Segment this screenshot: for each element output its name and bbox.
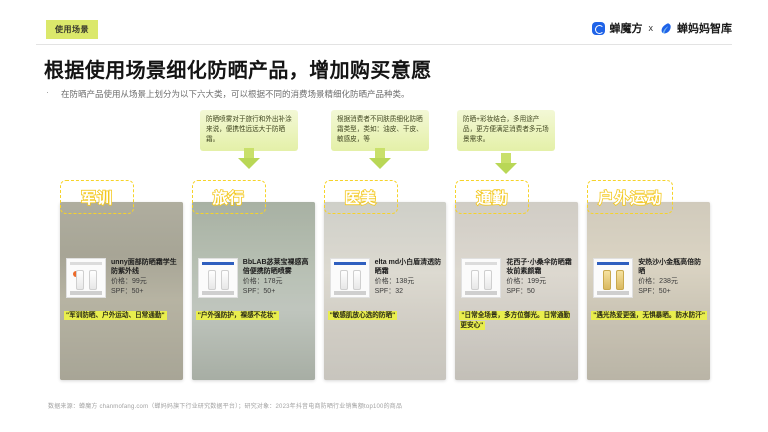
product-thumbnail-icon [197,258,238,298]
product-block: elta md小白盾清透防晒霜 价格：138元 SPF：32 [329,258,443,298]
card-caption: "日常全场景，多方位御光。日常通勤更安心" [460,311,575,330]
callout-arrow-1-icon [238,148,260,170]
card-title-box: 户外运动 [587,180,674,214]
page-title: 根据使用场景细化防晒产品，增加购买意愿 [44,60,432,82]
product-spf: SPF：50+ [111,288,144,296]
card-caption-text: "敏感肌放心选的防晒" [328,312,397,319]
card-title-box: 旅行 [191,180,266,214]
product-block: BbLAB苾莱宝裸感高倍便携防晒喷雾 价格：178元 SPF：50+ [197,258,311,298]
chanmofang-logo-icon [591,21,605,35]
product-block: 花西子·小桑伞防晒霜妆前素颜霜 价格：199元 SPF：50 [461,258,574,298]
product-thumbnail-icon [329,258,370,298]
scenario-card-list: 军训 unny面部防晒霜学生防紫外线 价格：99元 SPF：50+ "军训防晒、… [60,180,710,380]
product-block: 安热沙小金瓶高倍防晒 价格：238元 SPF：50+ [593,258,706,298]
card-caption: "军训防晒、户外运动、日常通勤" [65,311,180,321]
callout-makeup-combo: 防晒+彩妆结合，多用途产品，更方便满足消费者多元场景需求。 [457,110,555,151]
product-price: 价格：199元 [506,278,547,286]
product-thumbnail-icon [461,258,502,298]
product-price: 价格：238元 [638,278,678,286]
subtitle-text: 在防晒产品使用从场景上划分为以下六大类，可以根据不同的消费场景精细化防晒产品种类… [61,89,410,99]
callout-arrow-3-icon [495,153,517,175]
card-caption-text: "户外强防护，裸感不花妆" [196,312,278,319]
card-caption: "遇光热爱更强，无惧暴晒。防水防汗" [592,311,707,321]
card-title: 医美 [344,189,377,208]
data-source-footer: 数据来源：蝉魔方 chanmofang.com（蝉妈妈旗下行业研究数据平台）；研… [48,404,403,410]
brand-bar: 蝉魔方 x 蝉妈妈智库 [591,20,732,36]
callout-arrow-2-icon [369,148,391,170]
product-name: elta md小白盾清透防晒霜 [374,259,442,276]
card-caption-text: "日常全场景，多方位御光。日常通勤更安心" [460,312,571,329]
brand-primary-label: 蝉魔方 [609,23,643,35]
card-title: 军训 [80,189,113,208]
card-title: 通勤 [476,189,509,208]
card-title: 户外运动 [597,189,663,208]
section-tag: 使用场景 [46,20,98,39]
scenario-card-travel[interactable]: 旅行 BbLAB苾莱宝裸感高倍便携防晒喷雾 价格：178元 SPF：50+ "户… [191,180,315,380]
product-spf: SPF：32 [374,288,403,296]
card-photo [60,202,183,380]
product-spf: SPF：50+ [242,288,276,296]
brand-separator: x [648,23,654,33]
product-thumbnail-icon [593,258,634,298]
card-caption: "户外强防护，裸感不花妆" [196,311,312,321]
scenario-card-military-training[interactable]: 军训 unny面部防晒霜学生防紫外线 价格：99元 SPF：50+ "军训防晒、… [60,180,183,380]
product-price: 价格：99元 [111,278,147,286]
product-name: unny面部防晒霜学生防紫外线 [111,259,177,276]
header-divider [36,44,732,45]
page-subtitle: · 在防晒产品使用从场景上划分为以下六大类，可以根据不同的消费场景精细化防晒产品… [46,88,410,100]
brand-secondary-label: 蝉妈妈智库 [677,23,732,35]
card-caption-text: "军训防晒、户外运动、日常通勤" [65,312,166,319]
product-name: BbLAB苾莱宝裸感高倍便携防晒喷雾 [242,259,309,276]
card-caption-text: "遇光热爱更强，无惧暴晒。防水防汗" [592,312,706,319]
product-price: 价格：178元 [242,278,283,286]
product-name: 花西子·小桑伞防晒霜妆前素颜霜 [506,259,572,276]
card-title-box: 通勤 [455,180,530,214]
callout-travel-spray: 防晒喷雾对于旅行和外出补涂来说，便携性远远大于防晒霜。 [200,110,298,151]
product-thumbnail-icon [66,258,106,298]
card-title: 旅行 [212,189,245,208]
scenario-card-outdoor-sports[interactable]: 户外运动 安热沙小金瓶高倍防晒 价格：238元 SPF：50+ "遇光热爱更强，… [587,180,710,380]
product-price: 价格：138元 [374,278,415,286]
callout-skin-type: 根据消费者不同肤质细化防晒霜类型，类如：油皮、干皮、敏感皮，等 [331,110,429,151]
scenario-card-commute[interactable]: 通勤 花西子·小桑伞防晒霜妆前素颜霜 价格：199元 SPF：50 "日常全场景… [455,180,579,380]
scenario-card-medical-aesthetics[interactable]: 医美 elta md小白盾清透防晒霜 价格：138元 SPF：32 "敏感肌放心… [323,180,447,380]
product-spf: SPF：50 [506,288,535,296]
chanmama-leaf-icon [661,22,671,33]
card-caption: "敏感肌放心选的防晒" [328,311,444,321]
product-block: unny面部防晒霜学生防紫外线 价格：99元 SPF：50+ [66,258,179,298]
card-title-box: 军训 [60,180,134,214]
bullet-marker: · [46,87,49,97]
product-spf: SPF：50+ [638,288,671,296]
product-name: 安热沙小金瓶高倍防晒 [638,259,702,276]
card-title-box: 医美 [323,180,398,214]
